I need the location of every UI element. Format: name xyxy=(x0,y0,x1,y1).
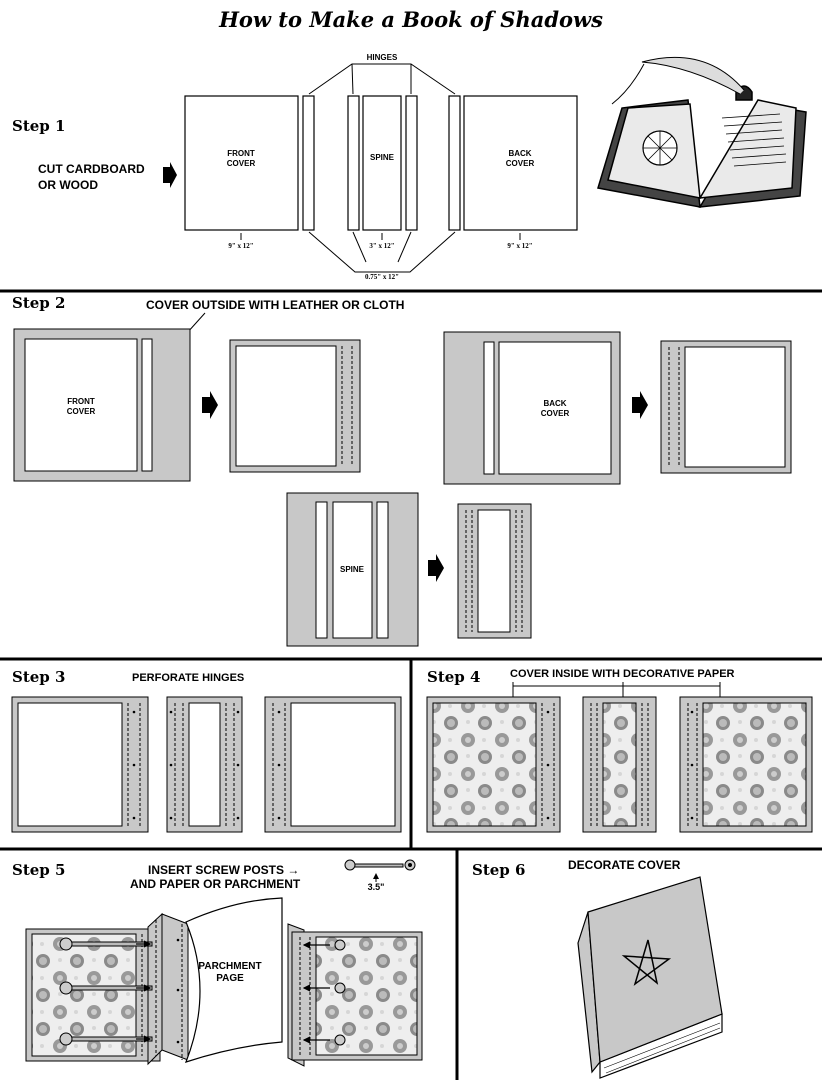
step-3-label: Step 3 xyxy=(12,668,65,686)
step-6-instruction: DECORATE COVER xyxy=(568,858,681,872)
back-cover-label-2b: COVER xyxy=(541,409,570,418)
front-hinge-board-2 xyxy=(141,338,153,472)
spine-hinge-left xyxy=(315,501,328,639)
step-1: Step 1 CUT CARDBOARD OR WOOD FRONT COVER… xyxy=(12,53,807,281)
step-2-arrow-icon-2 xyxy=(632,391,648,419)
step-3: Step 3 PERFORATE HINGES xyxy=(11,668,402,833)
step-5-instruction-line1: INSERT SCREW POSTS → xyxy=(148,863,299,877)
front-cover-label-2b: COVER xyxy=(67,407,96,416)
step-4: Step 4 COVER INSIDE WITH DECORATIVE PAPE… xyxy=(426,668,813,833)
arrows-left xyxy=(136,940,152,1043)
step-4-instruction: COVER INSIDE WITH DECORATIVE PAPER xyxy=(510,668,735,680)
screw-heads-right xyxy=(334,939,346,1046)
step-1-instruction-line1: CUT CARDBOARD xyxy=(38,162,145,176)
hinge-board-3 xyxy=(405,95,418,231)
hinges-callout-lines xyxy=(308,63,456,95)
back-dimension: 9" x 12" xyxy=(507,242,532,250)
spine-hinge-right xyxy=(376,501,389,639)
spine-dimension: 3" x 12" xyxy=(369,242,394,250)
screw-post-icon xyxy=(344,859,416,882)
step-4-label: Step 4 xyxy=(427,668,480,686)
spine-label-2: SPINE xyxy=(340,565,365,574)
step-1-arrow-icon xyxy=(163,162,177,188)
front-cover-board xyxy=(184,95,299,231)
hinges-label: HINGES xyxy=(367,53,398,62)
front-dimension: 9" x 12" xyxy=(228,242,253,250)
step-5-label: Step 5 xyxy=(12,861,65,879)
step-5-instruction-line2: AND PAPER OR PARCHMENT xyxy=(130,877,301,891)
step-2-label: Step 2 xyxy=(12,294,65,312)
spine-covered-result-inner xyxy=(477,509,511,633)
step-6: Step 6 DECORATE COVER xyxy=(472,858,723,1079)
back-covered-result-inner xyxy=(684,346,786,468)
back-cover-label-2: COVER xyxy=(506,159,535,168)
hinge-board-4 xyxy=(448,95,461,231)
hinge-board-2 xyxy=(347,95,360,231)
back-cover-label-2a: BACK xyxy=(543,399,566,408)
page-title: How to Make a Book of Shadows xyxy=(218,7,603,32)
arrows-right xyxy=(302,941,330,1044)
step-2-arrow-icon-1 xyxy=(202,391,218,419)
section-dividers xyxy=(0,289,822,1080)
hinge-dimension: 0.75" x 12" xyxy=(365,273,399,281)
open-book-illustration xyxy=(597,56,807,208)
step-6-label: Step 6 xyxy=(472,861,525,879)
back-cover-board xyxy=(463,95,578,231)
step-1-label: Step 1 xyxy=(12,117,65,135)
assembly-spine xyxy=(161,913,189,1061)
spine-label: SPINE xyxy=(370,153,395,162)
front-cover-label-1: FRONT xyxy=(227,149,255,158)
finished-book-illustration xyxy=(577,876,723,1079)
step-2-arrow-icon-3 xyxy=(428,554,444,582)
step-1-instruction-line2: OR WOOD xyxy=(38,178,98,192)
parchment-label-2: PAGE xyxy=(216,973,244,984)
spine-board-2 xyxy=(332,501,373,639)
post-length-label: 3.5" xyxy=(368,882,385,892)
front-cover-label-2: COVER xyxy=(227,159,256,168)
screw-posts-left xyxy=(59,937,153,1046)
back-cover-label-1: BACK xyxy=(508,149,531,158)
back-cover-board-2 xyxy=(498,341,612,475)
dimension-ticks xyxy=(240,231,521,273)
front-cover-label-2a: FRONT xyxy=(67,397,95,406)
step-2-instruction: COVER OUTSIDE WITH LEATHER OR CLOTH xyxy=(146,298,404,312)
spine-board xyxy=(362,95,402,231)
parchment-page xyxy=(184,897,283,1063)
front-covered-result-inner xyxy=(235,345,337,467)
back-hinge-board-2 xyxy=(483,341,495,475)
step-2: Step 2 COVER OUTSIDE WITH LEATHER OR CLO… xyxy=(12,294,792,647)
hinge-board-1 xyxy=(302,95,315,231)
front-cover-board-2 xyxy=(24,338,138,472)
step-5: Step 5 INSERT SCREW POSTS → AND PAPER OR… xyxy=(12,859,423,1067)
parchment-label-1: PARCHMENT xyxy=(198,961,261,972)
step-3-instruction: PERFORATE HINGES xyxy=(132,672,244,684)
pentagram-icon xyxy=(621,939,672,986)
